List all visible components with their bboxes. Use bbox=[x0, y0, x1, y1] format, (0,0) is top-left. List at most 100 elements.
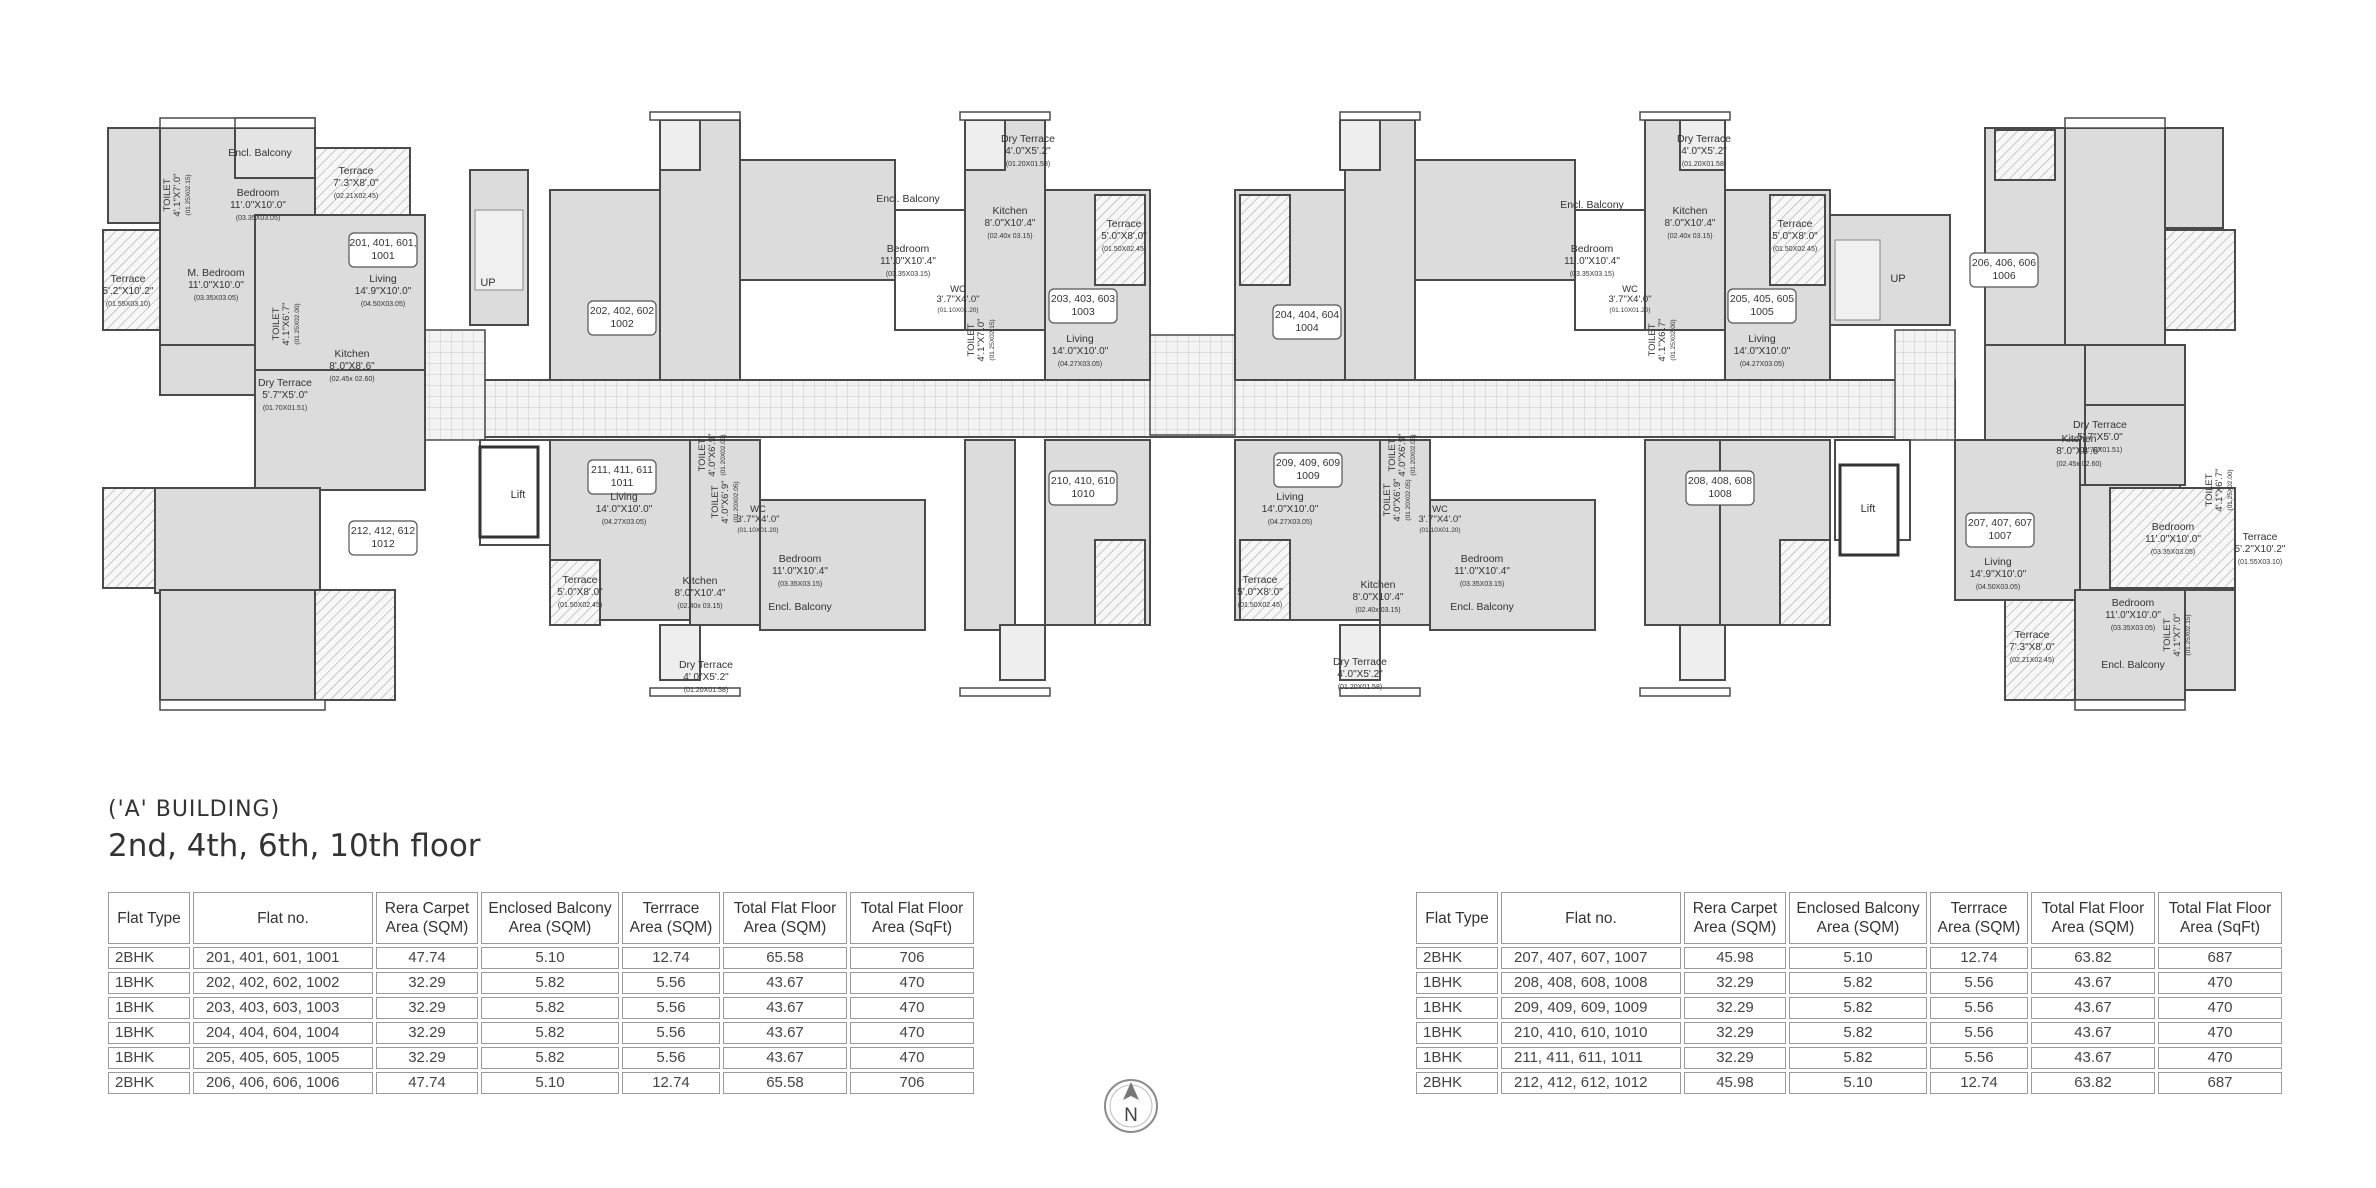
room-label: (03.35X03.05) bbox=[2151, 549, 2195, 556]
room-label: 11'.0"X10'.4" bbox=[1454, 566, 1510, 577]
room-label: 7'.3"X8'.0" bbox=[2009, 642, 2055, 653]
room-label: Living bbox=[1984, 556, 2012, 568]
room-label: (03.35X03.15) bbox=[886, 271, 930, 278]
toilet-text: 4'.1"X6'.7" bbox=[2214, 468, 2225, 511]
cell-terrace-area: 5.56 bbox=[1930, 972, 2028, 994]
room-label: (01.20X01.58) bbox=[1006, 161, 1050, 168]
room-outline bbox=[964, 439, 1016, 631]
room-outline bbox=[159, 589, 326, 701]
cell-carpet-area: 32.29 bbox=[1684, 972, 1786, 994]
room-outline bbox=[154, 487, 321, 594]
window-ledge bbox=[2074, 699, 2186, 711]
north-compass-icon: N bbox=[1104, 1079, 1158, 1133]
cell-flat-type: 1BHK bbox=[1416, 972, 1498, 994]
room-label: 14'.9"X10'.0" bbox=[355, 286, 412, 297]
room-label: (02.45x 02.60) bbox=[329, 376, 374, 383]
room-label: (01.20X01.58) bbox=[1338, 684, 1382, 691]
cell-flat-type: 1BHK bbox=[1416, 1047, 1498, 1069]
table-header-row: Flat Type Flat no. Rera Carpet Area (SQM… bbox=[1416, 892, 2282, 944]
room-outline bbox=[2064, 127, 2166, 349]
lobby-right bbox=[1894, 329, 1956, 441]
cell-terrace-area: 5.56 bbox=[622, 972, 720, 994]
toilet-text: TOILET bbox=[2162, 618, 2173, 651]
cell-flat-no: 208, 408, 608, 1008 bbox=[1501, 972, 1681, 994]
room-label: (01.20X01.58) bbox=[1682, 161, 1726, 168]
lift-label: Lift bbox=[511, 489, 526, 501]
room-outline bbox=[1239, 539, 1291, 621]
toilet-text: 4'.1"X7'.0" bbox=[2172, 613, 2183, 656]
toilet-text: (01.20X02.05) bbox=[1405, 479, 1412, 520]
toilet-text: TOILET bbox=[2204, 473, 2215, 506]
room-label: 5'.0"X8'.0" bbox=[1237, 587, 1283, 598]
cell-balcony-area: 5.82 bbox=[1789, 972, 1927, 994]
room-outline bbox=[102, 229, 161, 331]
window-ledge bbox=[649, 687, 741, 697]
cell-flat-no: 207, 407, 607, 1007 bbox=[1501, 947, 1681, 969]
cell-carpet-area: 45.98 bbox=[1684, 1072, 1786, 1094]
flat-tag-text: 1010 bbox=[1071, 488, 1095, 500]
col-terrace: Terrrace Area (SQM) bbox=[1930, 892, 2028, 944]
room-label: Kitchen bbox=[1672, 205, 1707, 217]
room-label: Terrace bbox=[1242, 574, 1277, 586]
col-total-sqft: Total Flat Floor Area (SqFt) bbox=[850, 892, 974, 944]
flat-tag-text: 1004 bbox=[1295, 322, 1319, 334]
room-label: 14'.0"X10'.0" bbox=[1734, 346, 1791, 357]
cell-total-sqft: 706 bbox=[850, 1072, 974, 1094]
wc-label: WC bbox=[1432, 504, 1448, 515]
room-label: 5'.0"X8'.0" bbox=[557, 587, 603, 598]
flat-tag-text: 1011 bbox=[611, 477, 634, 489]
flat-tag-box bbox=[1685, 470, 1755, 506]
cell-terrace-area: 5.56 bbox=[622, 1047, 720, 1069]
room-label: Dry Terrace bbox=[1001, 133, 1055, 145]
room-outline bbox=[2084, 344, 2186, 406]
cell-total-sqm: 43.67 bbox=[2031, 1022, 2155, 1044]
flat-tag-text: 1001 bbox=[371, 250, 395, 262]
cell-total-sqft: 470 bbox=[850, 997, 974, 1019]
room-label: 5'.0"X8'.0" bbox=[1101, 231, 1147, 242]
window-ledge bbox=[959, 111, 1051, 121]
room-label: (02.21X02.45) bbox=[2010, 657, 2054, 664]
flat-tag-box bbox=[1048, 288, 1118, 324]
col-total-sqm: Total Flat Floor Area (SQM) bbox=[723, 892, 847, 944]
room-outline bbox=[1429, 499, 1596, 631]
cell-flat-type: 1BHK bbox=[108, 997, 190, 1019]
toilet-text: (01.25X02.00) bbox=[1670, 319, 1677, 360]
flat-tag-box bbox=[1273, 452, 1343, 488]
cell-carpet-area: 32.29 bbox=[1684, 1022, 1786, 1044]
room-outline bbox=[2164, 229, 2236, 331]
cell-flat-no: 211, 411, 611, 1011 bbox=[1501, 1047, 1681, 1069]
cell-total-sqft: 687 bbox=[2158, 947, 2282, 969]
flat-tag-text: 202, 402, 602 bbox=[590, 305, 654, 317]
cell-terrace-area: 12.74 bbox=[622, 947, 720, 969]
room-outline bbox=[2074, 589, 2186, 701]
wc-label: 3'.7"X4'.0" bbox=[1418, 514, 1461, 525]
cell-carpet-area: 47.74 bbox=[376, 947, 478, 969]
cell-flat-no: 201, 401, 601, 1001 bbox=[193, 947, 373, 969]
room-label: 4'.0"X5'.2" bbox=[1681, 146, 1727, 157]
room-label: (01.50X02.45) bbox=[1773, 246, 1817, 253]
corridor-link bbox=[1149, 334, 1236, 436]
room-label: 5'.2"X10'.2" bbox=[2235, 544, 2286, 555]
cell-flat-no: 204, 404, 604, 1004 bbox=[193, 1022, 373, 1044]
room-label: (01.50X02.45) bbox=[558, 602, 602, 609]
col-terrace: Terrrace Area (SQM) bbox=[622, 892, 720, 944]
room-outline bbox=[2004, 599, 2081, 701]
wc-label: WC bbox=[750, 504, 766, 515]
cell-balcony-area: 5.10 bbox=[1789, 1072, 1927, 1094]
room-label: Kitchen bbox=[992, 205, 1027, 217]
cell-carpet-area: 32.29 bbox=[1684, 997, 1786, 1019]
cell-total-sqm: 43.67 bbox=[2031, 997, 2155, 1019]
window-ledge bbox=[1339, 111, 1421, 121]
